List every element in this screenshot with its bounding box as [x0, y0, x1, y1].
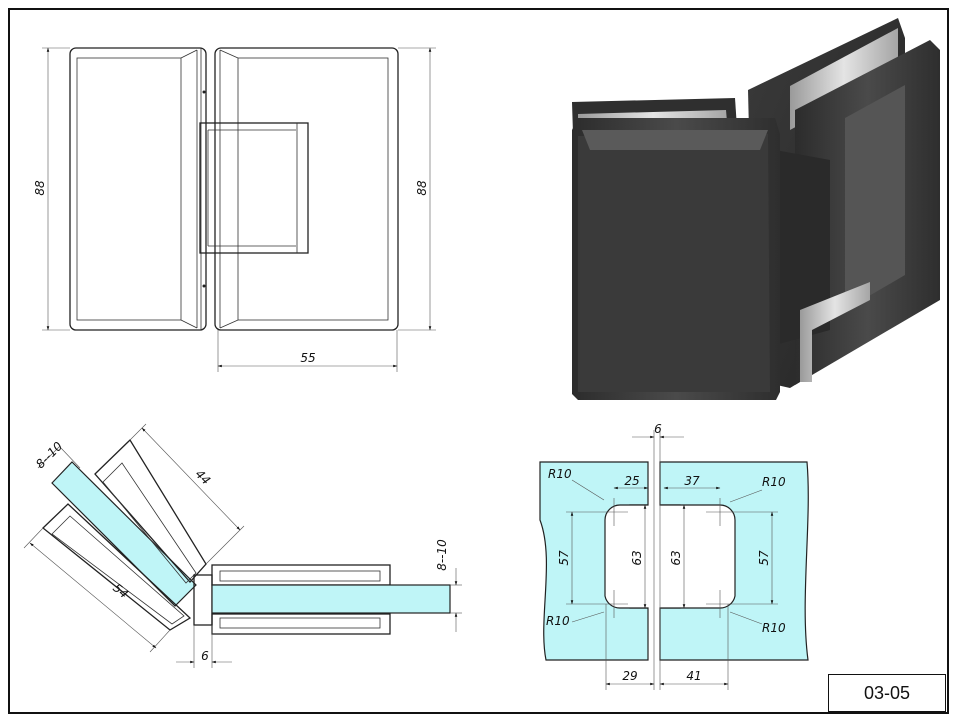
- glass-cutout-view: [539, 430, 809, 690]
- angle-gap-label: 6: [201, 649, 209, 663]
- hinge-3d-render: [572, 18, 940, 400]
- cutout-width-top-right-label: 37: [684, 474, 700, 488]
- cutout-height-right-inner-label: 63: [669, 550, 683, 565]
- cutout-height-left-inner-label: 63: [630, 550, 644, 565]
- angle-length-44-label: 44: [192, 467, 213, 488]
- angle-glass-thickness-left-label: 8--10: [33, 439, 65, 471]
- cutout-gap-label: 6: [654, 422, 662, 436]
- front-width-label: 55: [300, 351, 315, 365]
- cutout-radius-top-right-label: R10: [762, 475, 786, 489]
- cutout-radius-bottom-right-label: R10: [762, 621, 786, 635]
- cutout-width-top-left-label: 25: [624, 474, 639, 488]
- cutout-width-bottom-right-label: 41: [686, 669, 701, 683]
- front-height-left-label: 88: [33, 180, 47, 196]
- cutout-width-bottom-left-label: 29: [622, 669, 637, 683]
- front-height-right-label: 88: [415, 180, 429, 196]
- angle-view: [23, 423, 462, 668]
- drawing-code-box: 03-05: [828, 674, 946, 712]
- cutout-height-right-outer-label: 57: [757, 550, 771, 566]
- front-view: [42, 47, 436, 372]
- drawing-code: 03-05: [863, 682, 911, 703]
- sheet-border: [8, 8, 949, 714]
- cutout-height-left-outer-label: 57: [557, 550, 571, 566]
- cutout-radius-top-left-label: R10: [548, 467, 572, 481]
- cutout-radius-bottom-left-label: R10: [546, 614, 570, 628]
- angle-glass-thickness-right-label: 8--10: [435, 539, 449, 571]
